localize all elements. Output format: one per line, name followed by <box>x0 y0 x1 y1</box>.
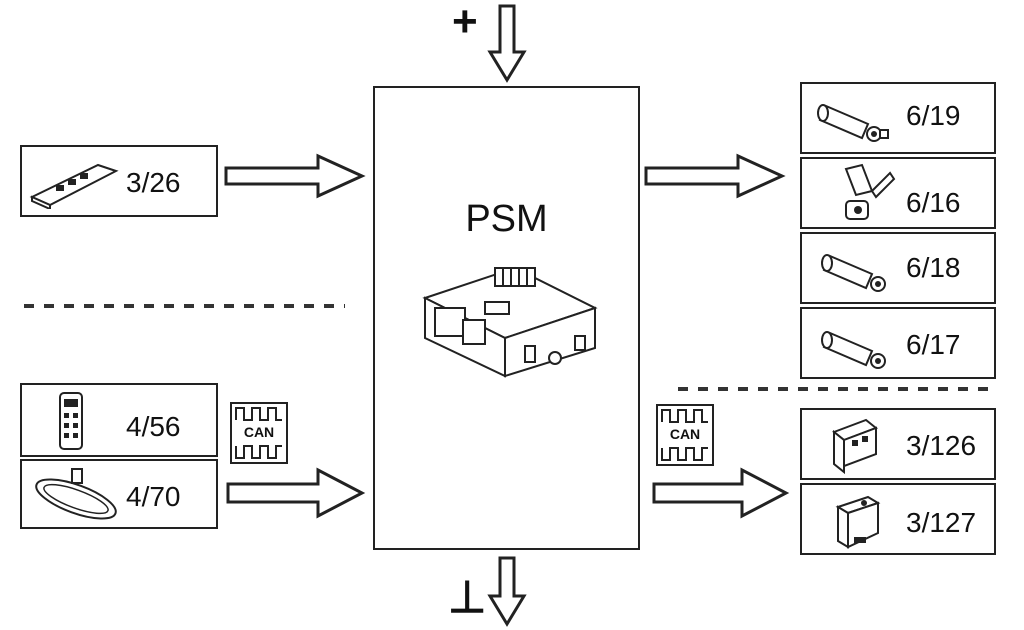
output-6-16: 6/16 <box>800 157 996 229</box>
input-4-56: 4/56 <box>20 383 218 457</box>
arrow-in-top <box>224 153 366 199</box>
can-bus-right: CAN <box>656 404 714 466</box>
arrow-ground <box>487 556 527 627</box>
actuator-icon <box>821 254 886 292</box>
output-3-127: 3/127 <box>800 483 996 555</box>
motor-bracket-icon <box>844 163 896 220</box>
ground-symbol: ⊥ <box>448 573 487 622</box>
can-bus-left: CAN <box>230 402 288 464</box>
can-label: CAN <box>243 424 275 440</box>
output-label: 6/18 <box>906 252 961 283</box>
mirror-icon <box>35 468 117 520</box>
input-label: 3/26 <box>126 167 181 198</box>
control-unit-icon <box>422 266 598 378</box>
actuator-icon <box>817 104 889 142</box>
input-3-26: 3/26 <box>20 145 218 217</box>
square-wave-icon <box>661 409 708 423</box>
output-label: 6/19 <box>906 100 961 131</box>
output-label: 3/126 <box>906 430 977 461</box>
output-6-18: 6/18 <box>800 232 996 304</box>
output-3-126: 3/126 <box>800 408 996 480</box>
keypad-icon <box>29 163 119 209</box>
psm-title: PSM <box>465 198 548 240</box>
output-6-17: 6/17 <box>800 307 996 379</box>
arrow-in-bottom <box>226 467 366 519</box>
input-4-70: 4/70 <box>20 459 218 529</box>
power-symbol: + <box>452 0 478 46</box>
arrow-power <box>487 4 527 83</box>
sensor-icon <box>835 495 881 549</box>
square-wave-icon <box>235 407 282 421</box>
output-6-19: 6/19 <box>800 82 996 154</box>
can-label: CAN <box>669 426 701 442</box>
sensor-icon <box>832 418 878 475</box>
arrow-out-bottom <box>652 467 790 519</box>
remote-icon <box>59 392 83 450</box>
actuator-icon <box>821 331 886 369</box>
psm-module: PSM <box>373 86 640 550</box>
output-label: 6/17 <box>906 329 961 360</box>
input-label: 4/56 <box>126 411 181 442</box>
input-label: 4/70 <box>126 481 181 512</box>
square-wave-icon <box>661 447 708 461</box>
output-label: 6/16 <box>906 187 961 218</box>
arrow-out-top <box>644 153 786 199</box>
output-label: 3/127 <box>906 507 977 538</box>
square-wave-icon <box>235 445 282 459</box>
